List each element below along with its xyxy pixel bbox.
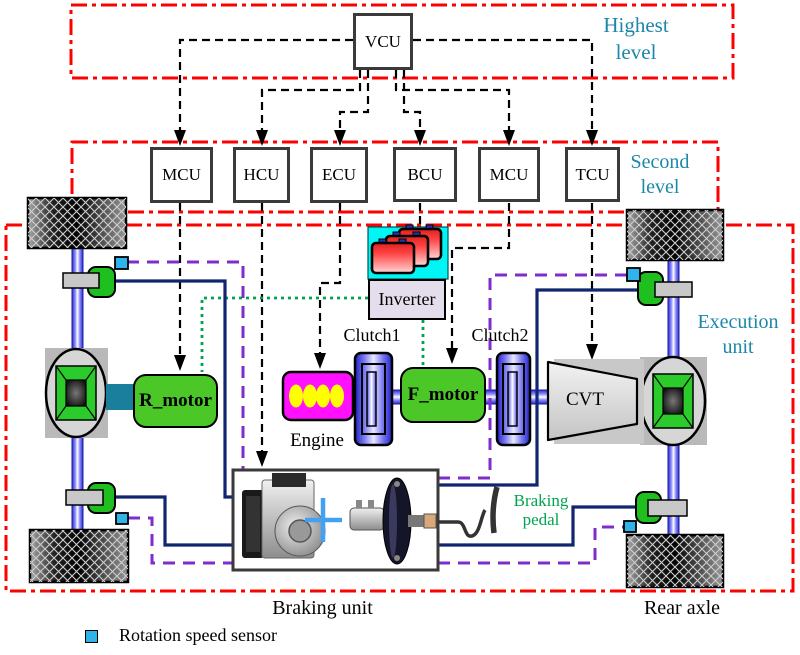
front-right-hub	[65, 482, 116, 514]
vcu-label: VCU	[365, 31, 401, 51]
clutch2-icon	[495, 351, 532, 447]
rear-left-wheel	[625, 208, 725, 262]
vcu-box: VCU	[353, 13, 413, 70]
braking-unit-label: Braking unit	[272, 597, 373, 619]
clutch2-label: Clutch2	[471, 325, 529, 345]
mcu-rear-box: MCU	[478, 147, 540, 202]
brake-booster-icon	[349, 477, 437, 565]
abs-modulator-icon	[242, 473, 326, 559]
mcu-rear-label: MCU	[489, 164, 529, 184]
battery-cell-front	[370, 238, 416, 275]
inverter-electric-lines	[200, 296, 425, 372]
sensor-rear-right-icon	[623, 520, 637, 533]
sensor-rear-left-icon	[626, 267, 641, 282]
rotation-speed-sensors	[114, 256, 641, 533]
cvt-label: CVT	[566, 389, 604, 410]
r-motor-coupling	[106, 384, 134, 410]
hcu-label: HCU	[243, 165, 280, 184]
tcu-label: TCU	[575, 164, 610, 184]
hcu-box: HCU	[233, 147, 290, 203]
braking-pedal-label: Braking pedal	[513, 491, 569, 529]
clutch1-label: Clutch1	[343, 325, 401, 345]
front-differential	[44, 347, 108, 439]
execution-unit-label: Execution unit	[697, 311, 779, 358]
rear-differential	[639, 355, 707, 447]
battery-icon	[367, 224, 449, 280]
ecu-box: ECU	[310, 147, 368, 203]
engine-icon	[281, 370, 355, 422]
mcu-front-label: MCU	[162, 165, 201, 184]
sensor-front-left-icon	[114, 256, 129, 270]
second-level-signal-lines	[178, 203, 594, 451]
front-left-wheel	[26, 196, 128, 250]
highest-level-label: Highest level	[603, 13, 669, 64]
front-left-hub	[62, 266, 116, 298]
inverter-label: Inverter	[378, 289, 436, 309]
bcu-box: BCU	[393, 147, 457, 202]
rear-left-hub	[637, 271, 693, 306]
engine-label: Engine	[290, 430, 344, 451]
bcu-label: BCU	[407, 164, 443, 184]
legend-sensor-label: Rotation speed sensor	[119, 625, 277, 645]
clutch1-icon	[353, 351, 394, 447]
f-motor-label: F_motor	[407, 384, 479, 405]
wheel-speed-sensor-lines	[127, 260, 627, 565]
r-motor-box: R_motor	[133, 374, 218, 428]
mcu-front-box: MCU	[150, 147, 213, 203]
inverter-box: Inverter	[368, 279, 446, 320]
rear-right-wheel	[625, 533, 725, 589]
second-level-border	[70, 140, 720, 214]
vcu-signal-lines	[178, 38, 594, 130]
braking-unit-box	[231, 468, 440, 572]
ecu-label: ECU	[322, 165, 356, 184]
execution-unit-border	[4, 223, 795, 593]
front-right-wheel	[28, 528, 130, 584]
f-motor-box: F_motor	[400, 367, 486, 423]
signal-arrowheads	[174, 130, 598, 467]
r-motor-label: R_motor	[139, 390, 212, 411]
cvt-icon	[546, 359, 644, 444]
second-level-label: Second level	[630, 151, 690, 198]
brake-lines	[115, 279, 638, 547]
plus-icon	[305, 498, 342, 542]
legend-sensor-icon	[85, 630, 98, 643]
pedal-icon	[438, 486, 500, 538]
tcu-box: TCU	[565, 147, 620, 202]
rear-right-hub	[635, 491, 688, 524]
rear-axle-label: Rear axle	[643, 597, 721, 619]
sensor-front-right-icon	[115, 512, 129, 525]
highest-level-border	[69, 3, 735, 80]
